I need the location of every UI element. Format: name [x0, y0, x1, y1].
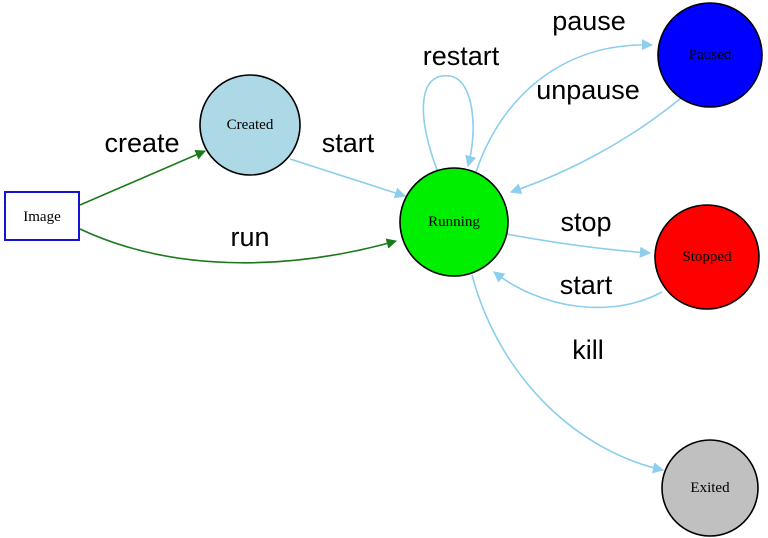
node-running-shape[interactable] — [399, 167, 509, 277]
edge-unpause: unpause — [509, 75, 682, 195]
node-stopped-shape[interactable] — [654, 204, 760, 310]
node-running-label: Running — [428, 214, 480, 230]
edge-unpause-path — [509, 97, 682, 195]
edge-pause: pause — [475, 6, 654, 173]
edge-label-kill: kill — [572, 335, 604, 365]
edge-label-start-stopped: start — [560, 270, 613, 300]
edge-create-path — [79, 149, 206, 206]
node-created-shape[interactable] — [199, 74, 301, 176]
edge-label-stop: stop — [560, 207, 611, 237]
edge-create: create — [79, 128, 206, 206]
node-exited[interactable]: Exited — [661, 439, 759, 537]
edge-run-path — [79, 228, 398, 264]
node-paused[interactable]: Paused — [657, 2, 763, 108]
node-running[interactable]: Running — [399, 167, 509, 277]
edge-restart: restart — [422, 41, 500, 171]
edge-label-restart: restart — [423, 41, 500, 71]
node-paused-label: Paused — [689, 47, 732, 63]
node-created[interactable]: Created — [199, 74, 301, 176]
edge-label-unpause: unpause — [536, 75, 640, 105]
edge-kill: kill — [471, 274, 665, 474]
node-image-shape[interactable] — [4, 191, 80, 241]
edge-label-pause: pause — [552, 6, 626, 36]
node-image-label: Image — [23, 209, 61, 225]
node-exited-label: Exited — [690, 480, 730, 496]
edge-start-created-path — [289, 158, 407, 199]
edge-label-run: run — [230, 222, 269, 252]
edge-stop: stop — [505, 207, 652, 258]
node-image[interactable]: Image — [4, 191, 80, 241]
edge-pause-path — [475, 39, 654, 173]
node-stopped-label: Stopped — [682, 249, 732, 265]
node-exited-shape[interactable] — [661, 439, 759, 537]
node-created-label: Created — [227, 117, 274, 133]
edge-start-stopped-path — [493, 271, 663, 309]
edge-start-stopped: start — [493, 270, 663, 309]
edge-start-created: start — [289, 128, 407, 199]
edge-kill-path — [471, 274, 665, 474]
node-paused-shape[interactable] — [657, 2, 763, 108]
edge-stop-path — [505, 233, 652, 258]
edge-label-start-created: start — [322, 128, 375, 158]
node-stopped[interactable]: Stopped — [654, 204, 760, 310]
edge-run: run — [79, 222, 398, 264]
edge-restart-path — [422, 75, 477, 171]
edge-label-create: create — [104, 128, 179, 158]
